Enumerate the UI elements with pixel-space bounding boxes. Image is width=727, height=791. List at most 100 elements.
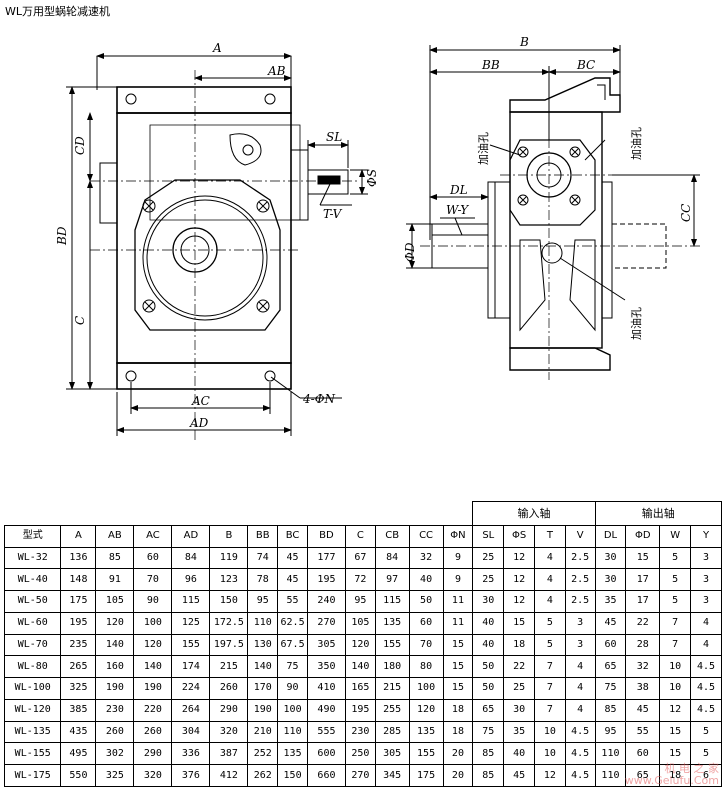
table-value-cell: 252 — [247, 742, 279, 766]
table-value-cell: 150 — [277, 764, 308, 787]
table-value-cell: 65 — [625, 764, 661, 787]
table-value-cell: 60 — [133, 546, 173, 570]
table-value-cell: 84 — [374, 546, 410, 570]
dim-label-dl: DL — [449, 183, 468, 197]
table-header-cell: AD — [171, 524, 211, 548]
table-value-cell: 412 — [209, 764, 249, 787]
table-value-cell: 91 — [95, 568, 135, 592]
table-header-cell: B — [209, 524, 249, 548]
table-value-cell: 5 — [659, 590, 692, 613]
table-value-cell: 110 — [594, 764, 627, 787]
table-value-cell: 110 — [277, 720, 308, 744]
oil-hole-label-left: 加油孔 — [476, 132, 490, 165]
table-value-cell: 4 — [533, 568, 566, 592]
table-value-cell: 45 — [594, 611, 627, 635]
table-value-cell: 20 — [442, 742, 474, 766]
table-value-cell: 155 — [408, 742, 444, 766]
table-value-cell: 135 — [408, 720, 444, 744]
table-header-cell: BB — [247, 524, 279, 548]
table-value-cell: 40 — [408, 568, 444, 592]
watermark-line-2: www.Gelufu.Com — [624, 773, 719, 787]
table-value-cell: 170 — [247, 677, 279, 700]
table-value-cell: 4 — [690, 633, 722, 657]
table-value-cell: 97 — [374, 568, 410, 592]
table-value-cell: 120 — [344, 633, 376, 657]
table-value-cell: 410 — [306, 677, 346, 700]
table-value-cell: 210 — [247, 720, 279, 744]
table-model-cell: WL-100 — [3, 677, 62, 700]
table-value-cell: 302 — [95, 742, 135, 766]
oil-hole-label-right: 加油孔 — [629, 127, 643, 160]
table-model-cell: WL-120 — [3, 698, 62, 722]
table-value-cell: 190 — [247, 698, 279, 722]
table-value-cell: 110 — [594, 742, 627, 766]
table-value-cell: 4.5 — [690, 655, 722, 679]
table-value-cell: 135 — [374, 611, 410, 635]
dim-label-cd: CD — [73, 136, 87, 155]
table-value-cell: 70 — [133, 568, 173, 592]
table-value-cell: 215 — [374, 677, 410, 700]
table-value-cell: 12 — [503, 590, 535, 613]
table-value-cell: 190 — [133, 677, 173, 700]
table-value-cell: 255 — [374, 698, 410, 722]
table-group-blank — [4, 501, 473, 526]
table-header-cell: BC — [277, 524, 308, 548]
table-header-cell: DL — [594, 524, 627, 548]
table-value-cell: 250 — [344, 742, 376, 766]
table-value-cell: 32 — [625, 655, 661, 679]
table-value-cell: 35 — [503, 720, 535, 744]
table-value-cell: 18 — [442, 720, 474, 744]
table-value-cell: 660 — [306, 764, 346, 787]
table-value-cell: 305 — [374, 742, 410, 766]
table-value-cell: 67 — [344, 546, 376, 570]
table-value-cell: 100 — [133, 611, 173, 635]
dim-label-ac: AC — [191, 394, 210, 408]
table-value-cell: 90 — [277, 677, 308, 700]
table-value-cell: 6 — [690, 764, 722, 787]
table-value-cell: 65 — [472, 698, 505, 722]
table-value-cell: 3 — [564, 633, 596, 657]
table-model-cell: WL-50 — [3, 590, 62, 613]
table-value-cell: 9 — [442, 546, 474, 570]
dim-label-b: B — [519, 35, 529, 49]
table-header-cell: BD — [306, 524, 346, 548]
table-header-cell: ΦD — [625, 524, 661, 548]
table-value-cell: 260 — [209, 677, 249, 700]
table-value-cell: 12 — [533, 764, 566, 787]
table-value-cell: 9 — [442, 568, 474, 592]
dim-label-ab: AB — [267, 64, 286, 78]
table-header-cell: V — [564, 524, 596, 548]
table-value-cell: 155 — [374, 633, 410, 657]
table-value-cell: 78 — [247, 568, 279, 592]
table-value-cell: 67.5 — [277, 633, 308, 657]
table-value-cell: 180 — [374, 655, 410, 679]
table-header-cell: C — [344, 524, 376, 548]
table-value-cell: 2.5 — [564, 546, 596, 570]
table-value-cell: 30 — [503, 698, 535, 722]
table-header-cell: T — [533, 524, 566, 548]
table-value-cell: 50 — [472, 677, 505, 700]
table-value-cell: 140 — [95, 633, 135, 657]
table-value-cell: 10 — [659, 655, 692, 679]
table-value-cell: 15 — [442, 677, 474, 700]
table-value-cell: 74 — [247, 546, 279, 570]
table-value-cell: 4 — [533, 546, 566, 570]
table-value-cell: 18 — [503, 633, 535, 657]
table-value-cell: 15 — [503, 611, 535, 635]
table-value-cell: 32 — [408, 546, 444, 570]
dim-label-sl: SL — [326, 130, 342, 144]
table-model-cell: WL-60 — [3, 611, 62, 635]
table-value-cell: 115 — [374, 590, 410, 613]
table-value-cell: 224 — [171, 677, 211, 700]
table-value-cell: 285 — [374, 720, 410, 744]
table-value-cell: 7 — [659, 633, 692, 657]
table-header-cell: AB — [95, 524, 135, 548]
table-value-cell: 3 — [690, 568, 722, 592]
table-value-cell: 15 — [659, 720, 692, 744]
table-header-cell: SL — [472, 524, 505, 548]
